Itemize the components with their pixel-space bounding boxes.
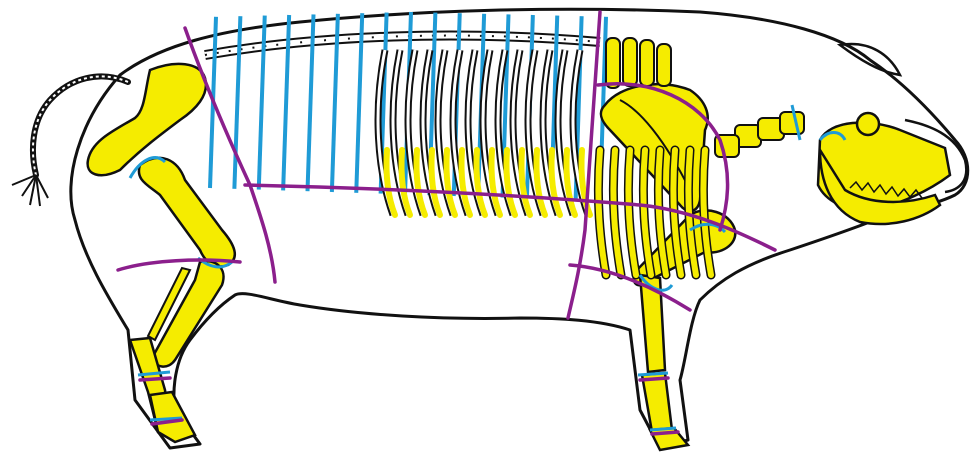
front-ankle-line-1 xyxy=(638,373,668,375)
front-ankle-line-2 xyxy=(650,428,676,430)
tail-tuft xyxy=(12,175,48,206)
eye-socket xyxy=(857,113,879,135)
hind-hoof xyxy=(150,392,195,442)
cut-front-hock-1 xyxy=(640,378,668,380)
cut-hind-hock-1 xyxy=(140,378,170,380)
cut-front-hock-2 xyxy=(652,432,678,434)
